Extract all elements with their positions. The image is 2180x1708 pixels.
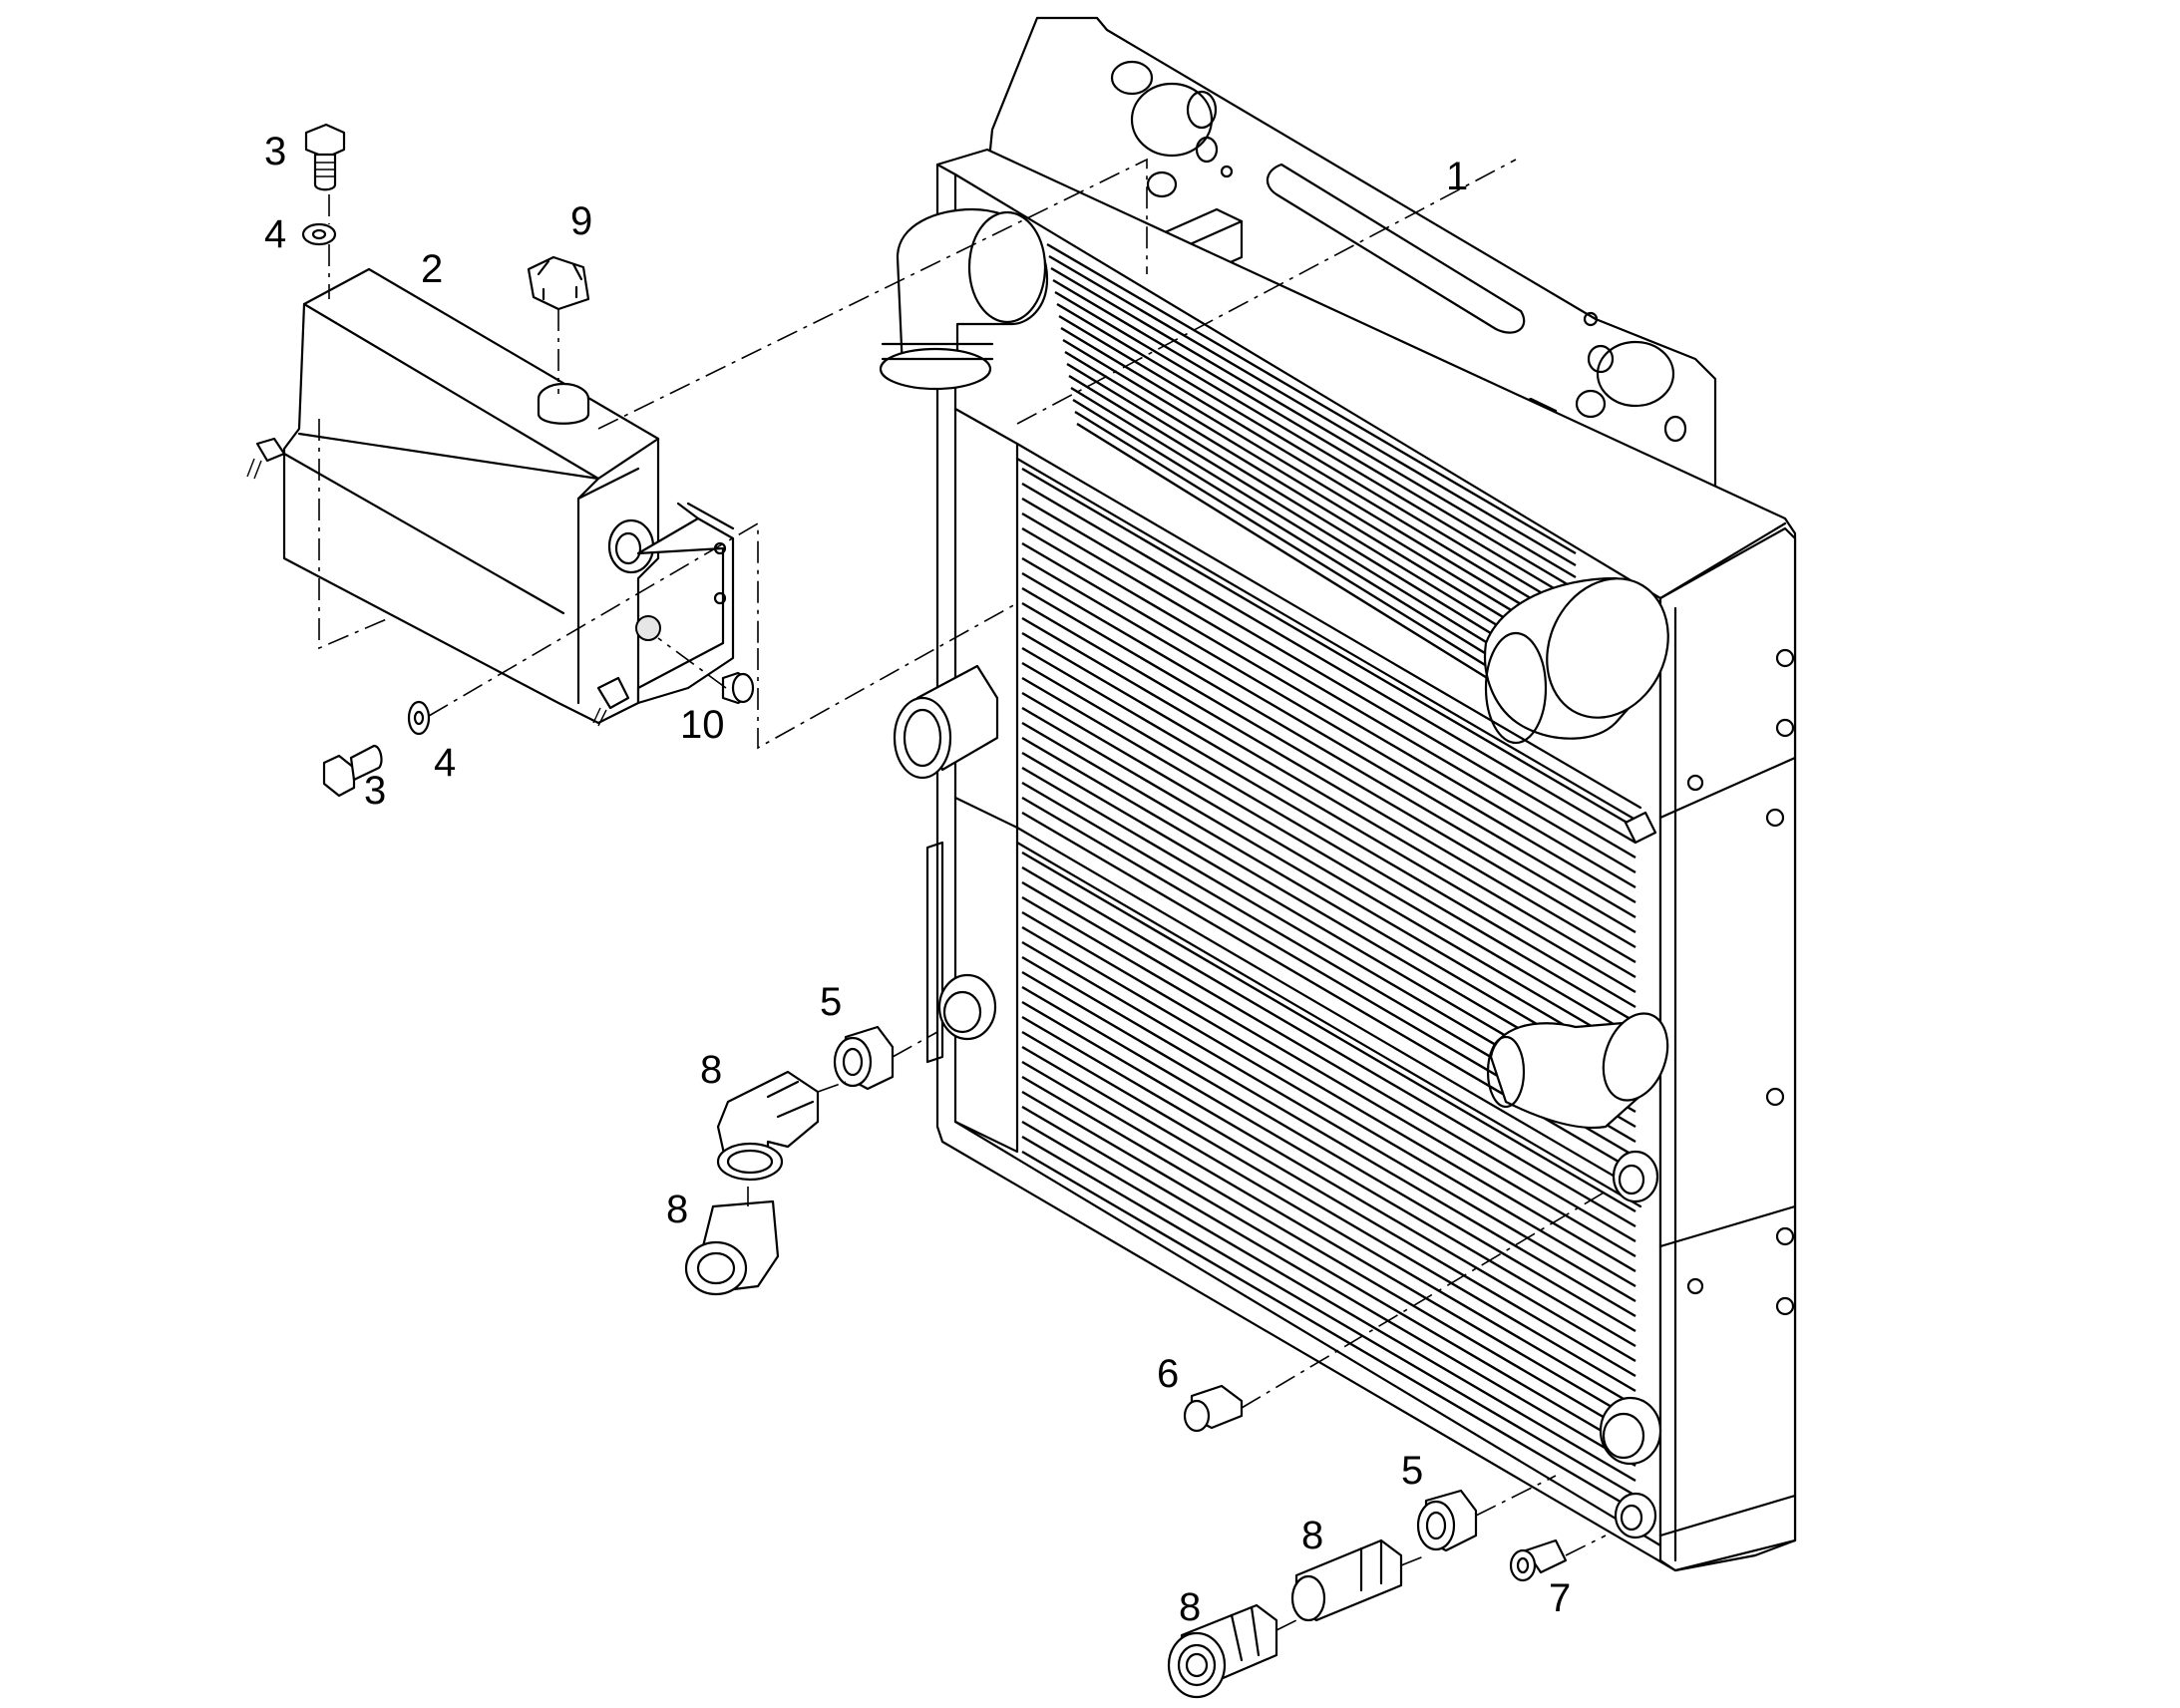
union-8-right: [1290, 1538, 1403, 1622]
plug-6: [1183, 1384, 1244, 1433]
elbow-8-upper: [716, 1070, 820, 1182]
elbow-8-lower: [684, 1199, 780, 1296]
right-lower-elbow-pipe: [1486, 1012, 1669, 1129]
callout-5-lower: 5: [1401, 1449, 1423, 1493]
union-8-left: [1167, 1603, 1278, 1699]
callout-2: 2: [421, 247, 443, 291]
left-outlet-pipe: [893, 664, 999, 780]
adapter-5-upper: [833, 1025, 895, 1091]
callout-5-upper: 5: [820, 980, 842, 1024]
callout-labels: 1 2 3 4 9 3 4 10 5 8 8 6 5 8 8 7: [264, 130, 1571, 1629]
callout-6: 6: [1157, 1352, 1179, 1396]
assembly-centerlines: [318, 158, 1607, 1631]
lower-core-fins: [1021, 851, 1636, 1513]
callout-3-bottom: 3: [364, 769, 386, 813]
right-upper-outlet-pipe: [1484, 576, 1669, 745]
callout-3-top: 3: [264, 130, 286, 173]
upper-left-elbow-pipe: [879, 207, 1049, 391]
upper-core-fins: [1046, 242, 1577, 735]
callout-8-lower: 8: [666, 1188, 688, 1231]
adapter-5-lower: [1416, 1489, 1478, 1552]
callout-4-bottom: 4: [434, 741, 456, 785]
callout-9: 9: [570, 199, 592, 243]
callout-8-right: 8: [1301, 1514, 1323, 1557]
callout-8-left: 8: [1179, 1585, 1201, 1629]
bolt-bottom: [322, 744, 383, 798]
bolt-top: [304, 123, 346, 191]
radiator-assembly: [879, 16, 1797, 1572]
plug-10: [721, 671, 755, 705]
washer-top: [301, 222, 337, 246]
washer-bottom: [407, 700, 431, 736]
callout-10: 10: [680, 703, 725, 747]
filler-cap: [527, 255, 590, 311]
callout-7: 7: [1549, 1576, 1571, 1620]
callout-8-upper: 8: [700, 1048, 722, 1092]
middle-core-fins: [1021, 467, 1636, 1174]
nipple-7: [1509, 1538, 1568, 1582]
expansion-tank: [246, 267, 735, 727]
callout-1: 1: [1446, 155, 1468, 198]
callout-4-top: 4: [264, 212, 286, 256]
